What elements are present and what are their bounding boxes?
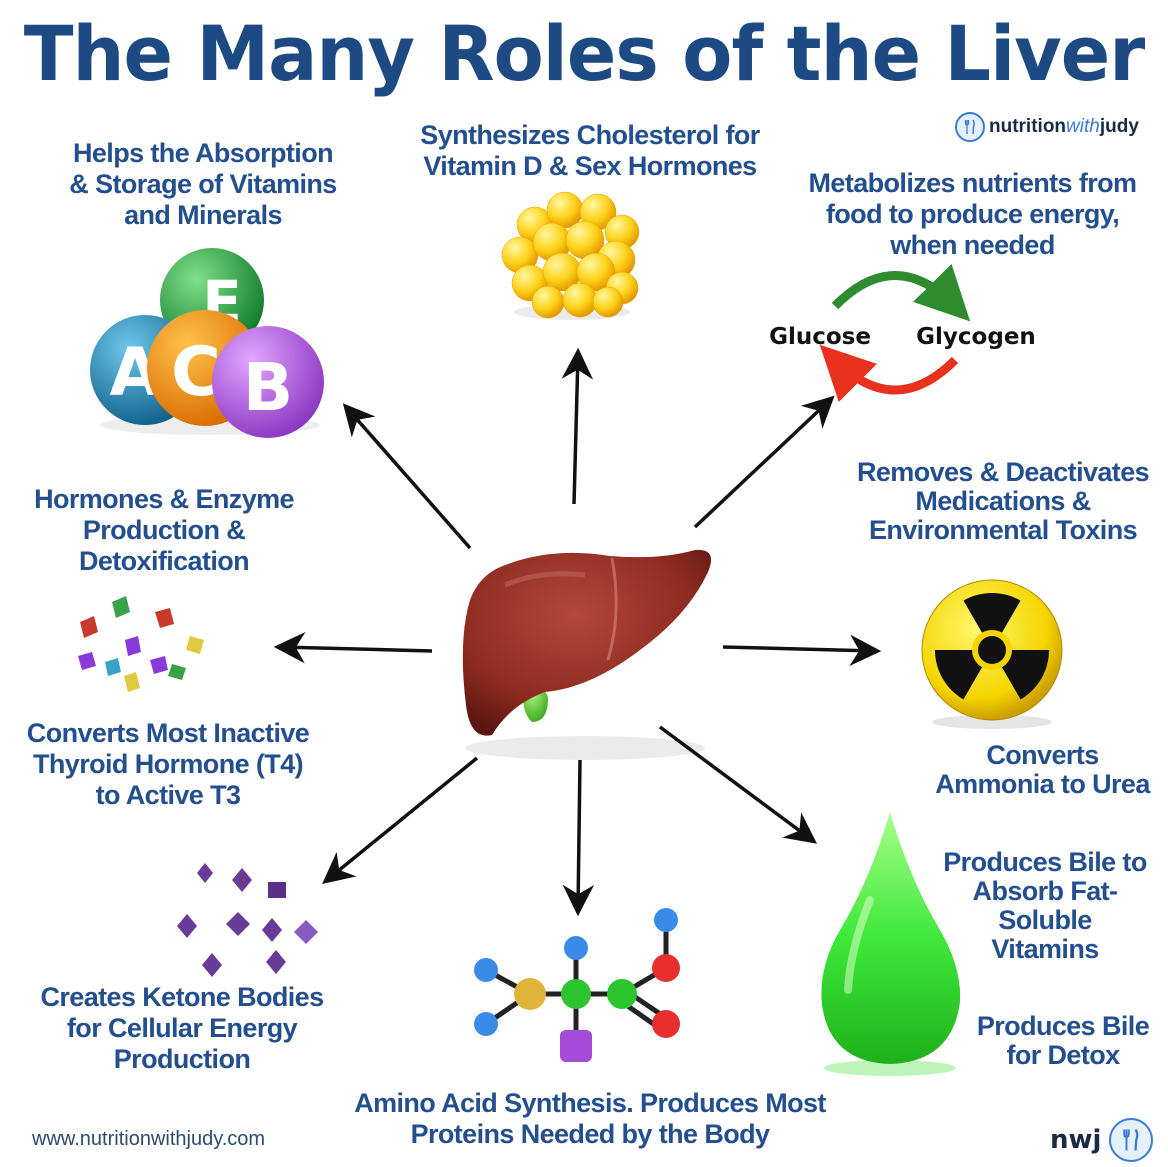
fat-cluster-icon [501,191,640,320]
arrows [273,347,882,917]
role-bile-absorb: Produces Bile to Absorb Fat- Soluble Vit… [943,847,1147,964]
fork-knife-icon [955,112,985,142]
role-vitamins: Helps the Absorption & Storage of Vitami… [69,138,337,230]
role-hormones: Hormones & Enzyme Production & Detoxific… [34,484,294,576]
cycle-label-glycogen: Glycogen [916,324,1036,350]
hormone-crystals-icon [78,596,204,692]
vitamin-balls-icon: E A C B [90,248,324,438]
vitamin-c-letter: C [171,333,221,412]
role-amino: Amino Acid Synthesis. Produces Most Prot… [354,1088,826,1149]
role-bile-detox: Produces Bile for Detox [976,1011,1150,1070]
cycle-arrow-top [831,263,971,322]
radiation-icon [921,579,1063,729]
arrow-toxins [722,634,882,667]
role-thyroid: Converts Most Inactive Thyroid Hormone (… [26,718,310,810]
arrow-hormones [273,631,433,664]
arrow-ketone [322,756,479,884]
molecule-icon [474,908,680,1062]
brand-name-3: judy [1099,116,1139,137]
brand-name-2: with [1066,116,1100,137]
glucose-glycogen-cycle: Glucose Glycogen [769,263,1036,403]
cycle-arrow-bottom [819,344,959,403]
arrow-cholesterol [561,347,594,505]
role-toxins: Removes & Deactivates Medications & Envi… [856,457,1150,545]
cycle-label-glucose: Glucose [769,324,871,350]
role-cholesterol: Synthesizes Cholesterol for Vitamin D & … [420,120,760,181]
ketone-crystals-icon [177,863,318,977]
role-ketone: Creates Ketone Bodies for Cellular Energ… [40,982,325,1074]
arrow-bile [658,725,818,844]
role-metabolize: Metabolizes nutrients from food to produ… [808,168,1138,260]
bile-drop-icon [821,812,961,1076]
fork-knife-icon [1109,1118,1154,1162]
arrow-vitamins [342,403,472,550]
arrow-amino [562,759,595,917]
page-title: The Many Roles of the Liver [23,9,1145,98]
monogram-text: nwj [1050,1125,1102,1155]
arrow-metabolize [693,395,835,529]
liver-icon [462,549,712,760]
footer-monogram: nwj [1050,1118,1154,1162]
brand-name-1: nutrition [989,116,1067,137]
footer-website[interactable]: www.nutritionwithjudy.com [32,1128,266,1150]
vitamin-b-letter: B [243,349,293,426]
role-ammonia: Converts Ammonia to Urea [935,740,1150,799]
